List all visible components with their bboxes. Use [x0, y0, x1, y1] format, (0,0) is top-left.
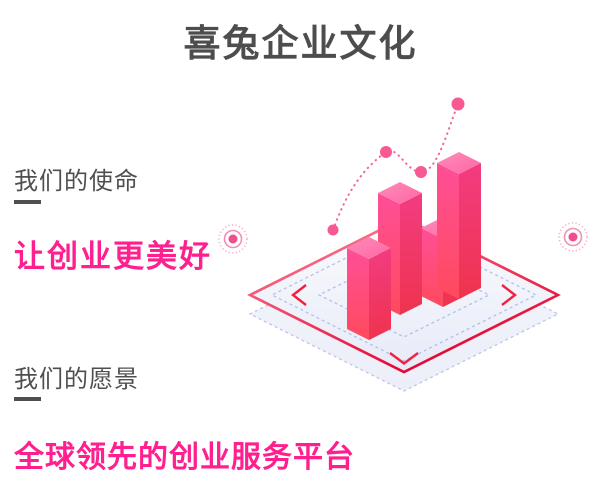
iso-bars	[347, 152, 481, 340]
platform-corner-bottom-icon	[389, 352, 419, 365]
platform-corner-left-icon	[291, 284, 307, 306]
target-icon-left	[218, 224, 248, 312]
page-title: 喜兔企业文化	[183, 23, 418, 64]
trend-point-4	[451, 97, 465, 111]
target-icon-right	[558, 222, 588, 316]
platform-corner-right-icon	[501, 284, 517, 306]
mission-label: 我们的使命	[14, 168, 139, 195]
mission-divider	[14, 200, 41, 204]
iso-bar-4	[437, 152, 481, 299]
vision-headline: 全球领先的创业服务平台	[14, 441, 355, 474]
vision-divider	[14, 397, 41, 401]
vision-label: 我们的愿景	[14, 366, 139, 393]
trend-point-3	[415, 166, 427, 178]
trend-point-1	[327, 224, 339, 236]
trend-point-2	[380, 146, 392, 158]
trend-line	[327, 97, 465, 236]
mission-headline: 让创业更美好	[14, 239, 212, 274]
iso-bar-1	[347, 237, 391, 340]
